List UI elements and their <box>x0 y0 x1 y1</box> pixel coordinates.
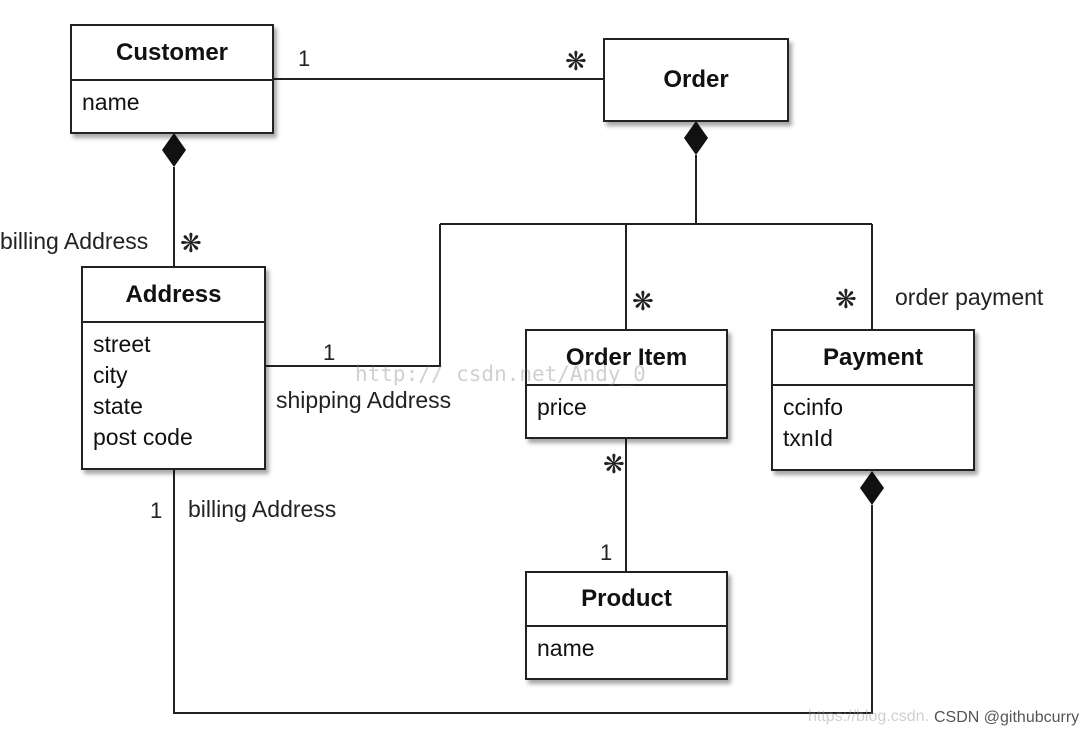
customer-class-name: Customer <box>72 26 272 81</box>
order-item-attr-price: price <box>537 394 587 420</box>
order-class-name: Order <box>663 66 729 93</box>
address-attr-state: state <box>93 393 143 419</box>
order-payment-role: order payment <box>895 284 1044 310</box>
payment-multiplicity-many: ❋ <box>835 284 857 314</box>
billing-address-line <box>173 470 873 714</box>
billing-address-role-bottom: billing Address <box>188 496 337 522</box>
payment-attributes: ccinfo txnId <box>773 386 973 454</box>
watermark-bottom-light: https://blog.csdn. <box>808 708 929 725</box>
payment-attr-ccinfo: ccinfo <box>783 394 844 420</box>
order-class: Order <box>603 38 789 122</box>
billing-address-role-top: billing Address <box>0 228 149 254</box>
customer-order-multiplicity-many: ❋ <box>565 46 587 76</box>
customer-attr-name: name <box>82 89 140 115</box>
customer-order-multiplicity-one: 1 <box>298 46 311 71</box>
address-attributes: street city state post code <box>83 323 264 453</box>
orderitem-product-multiplicity-many: ❋ <box>603 449 625 479</box>
customer-class: Customer name <box>70 24 274 134</box>
payment-composition-diamond <box>860 471 884 505</box>
customer-composition-diamond <box>162 133 186 167</box>
product-class: Product name <box>525 571 728 680</box>
shipping-address-role: shipping Address <box>276 387 452 413</box>
order-composition-diamond <box>684 121 708 155</box>
watermark-center: http:// csdn.net/Andy_0 <box>355 362 646 386</box>
payment-class: Payment ccinfo txnId <box>771 329 975 471</box>
watermark-bottom: CSDN @githubcurry <box>934 709 1080 726</box>
order-item-attributes: price <box>527 386 726 423</box>
order-item-multiplicity-many: ❋ <box>632 286 654 316</box>
billing-multiplicity-one: 1 <box>150 498 163 523</box>
payment-class-name: Payment <box>773 331 973 386</box>
product-attr-name: name <box>537 635 595 661</box>
product-class-name: Product <box>527 573 726 627</box>
order-item-class-name: Order Item <box>527 331 726 386</box>
address-class: Address street city state post code <box>81 266 266 470</box>
product-multiplicity-one: 1 <box>600 540 613 565</box>
address-multiplicity-many: ❋ <box>180 228 202 258</box>
address-attr-post-code: post code <box>93 424 193 450</box>
shipping-address-line <box>266 224 441 367</box>
order-item-class: Order Item price <box>525 329 728 439</box>
address-attr-city: city <box>93 362 128 388</box>
customer-attributes: name <box>72 81 272 118</box>
shipping-multiplicity-one: 1 <box>323 340 336 365</box>
address-attr-street: street <box>93 331 151 357</box>
product-attributes: name <box>527 627 726 664</box>
payment-attr-txnid: txnId <box>783 425 833 451</box>
address-class-name: Address <box>83 268 264 323</box>
